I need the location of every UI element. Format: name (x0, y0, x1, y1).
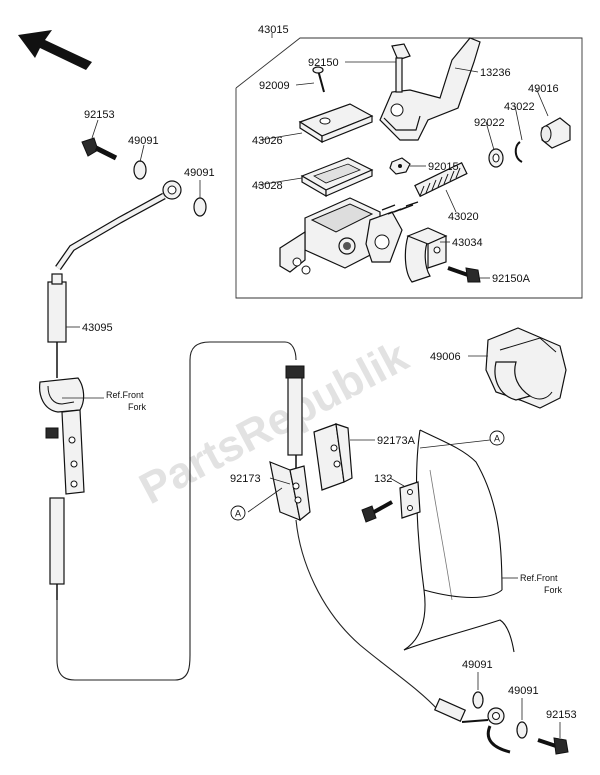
marker-a-left-text: A (235, 509, 241, 519)
label-49091-c: 49091 (462, 659, 493, 671)
banjo-bolt-92153-bottom (537, 737, 569, 755)
label-49091-d: 49091 (508, 685, 539, 697)
master-cylinder-assembly-frame (235, 37, 583, 299)
washer-49091-d (516, 721, 528, 739)
label-132: 132 (374, 473, 392, 485)
master-cylinder-body (279, 197, 403, 275)
label-ref-front-left-1: Ref.Front (106, 390, 144, 400)
piston-spring-43020 (381, 161, 468, 215)
front-direction-arrow-icon (18, 30, 92, 70)
label-92022: 92022 (474, 117, 505, 129)
label-92173: 92173 (230, 473, 261, 485)
label-43022: 43022 (504, 101, 535, 113)
label-43095: 43095 (82, 322, 113, 334)
label-43015: 43015 (258, 24, 289, 36)
bolt-132 (361, 481, 421, 523)
label-49091-a: 49091 (128, 135, 159, 147)
reference-marker-a-left: A (230, 505, 246, 521)
hose-routing-line (56, 341, 297, 681)
boot-49016 (540, 117, 571, 149)
caliper-hose-fitting (433, 698, 511, 754)
label-43026: 43026 (252, 135, 283, 147)
cover-49006 (485, 327, 567, 409)
label-92009: 92009 (259, 80, 290, 92)
pivot-bolt-92150 (391, 43, 411, 93)
washer-49091-c (472, 691, 484, 709)
screw-92009 (312, 66, 325, 93)
washer-49091-b (193, 197, 207, 217)
hose-guide-bracket (39, 377, 85, 495)
washer-49091-a (133, 160, 147, 180)
label-92153-bottom: 92153 (546, 709, 577, 721)
marker-a-right-text: A (494, 434, 500, 444)
clamp-92173a (313, 423, 353, 491)
diaphragm-43028 (300, 157, 374, 198)
label-ref-front-right-2: Fork (544, 585, 563, 595)
label-49091-b: 49091 (184, 167, 215, 179)
front-fork-right (403, 429, 515, 653)
label-49006: 49006 (430, 351, 461, 363)
hose-center-segment (285, 365, 305, 470)
label-43020: 43020 (448, 211, 479, 223)
brake-hose-43095 (47, 180, 182, 378)
watermark-text: PartsRepublik (132, 331, 417, 513)
label-92173a: 92173A (377, 435, 416, 447)
bolt-92150a (447, 266, 481, 283)
hose-lower-segment (49, 497, 65, 600)
label-49016: 49016 (528, 83, 559, 95)
label-92150: 92150 (308, 57, 339, 69)
lever-13236 (379, 37, 481, 141)
reservoir-cap-43026 (298, 103, 374, 144)
hose-lower-routing (295, 519, 439, 711)
label-ref-front-right-1: Ref.Front (520, 573, 558, 583)
label-43034: 43034 (452, 237, 483, 249)
reference-marker-a-right: A (489, 430, 505, 446)
banjo-bolt-92153-top (81, 137, 118, 161)
clamp-43034 (404, 227, 448, 283)
label-13236: 13236 (480, 67, 511, 79)
nut-92015 (389, 157, 411, 175)
label-43028: 43028 (252, 180, 283, 192)
label-92150a: 92150A (492, 273, 531, 285)
leader-lines (62, 61, 561, 738)
label-92153-top: 92153 (84, 109, 115, 121)
circlip-43022 (514, 141, 523, 163)
clamp-92173 (269, 461, 311, 522)
label-ref-front-left-2: Fork (128, 402, 147, 412)
label-92015: 92015 (428, 161, 459, 173)
washer-92022 (488, 148, 504, 168)
